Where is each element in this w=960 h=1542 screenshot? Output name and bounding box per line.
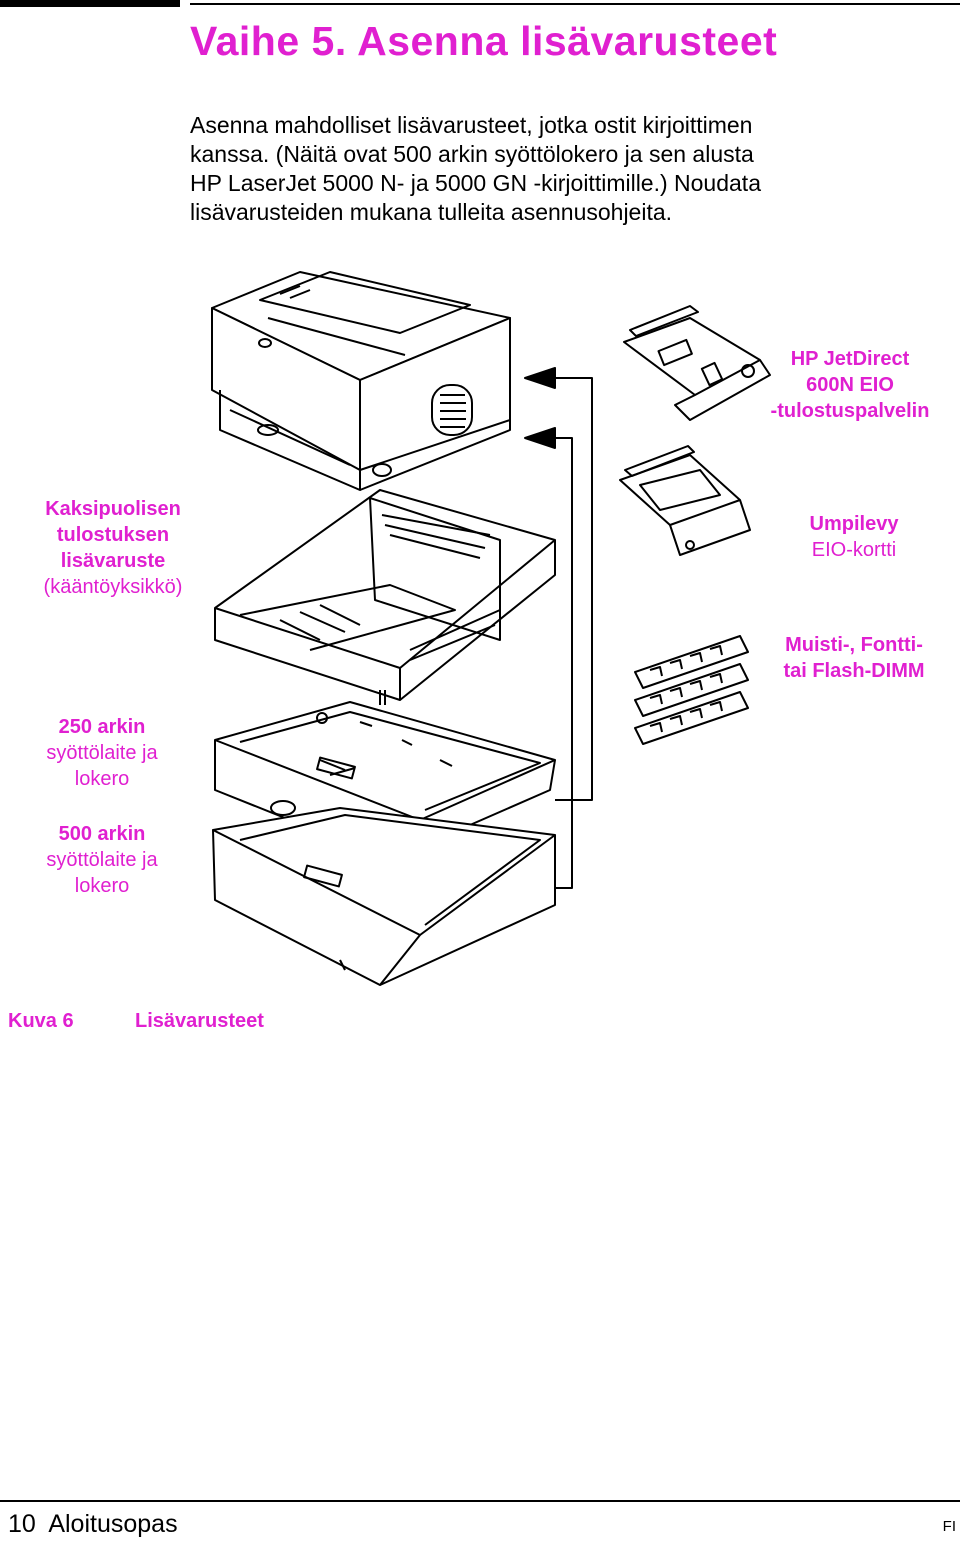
callout-jetdirect: HP JetDirect 600N EIO -tulostuspalvelin	[760, 346, 940, 424]
callout-duplex-sub: (kääntöyksikkö)	[43, 576, 183, 598]
duplex-illustration	[214, 489, 556, 705]
callout-tray-250: 250 arkin syöttölaite ja lokero	[22, 714, 182, 792]
tray-250-illustration	[214, 701, 556, 861]
callout-tray-250-line: lokero	[74, 768, 130, 790]
page-title: Vaihe 5. Asenna lisävarusteet	[190, 18, 778, 64]
printer-illustration	[211, 271, 511, 491]
callout-jetdirect-line: -tulostuspalvelin	[770, 400, 930, 422]
accessories-illustration	[211, 271, 771, 986]
callout-umpilevy: Umpilevy EIO-kortti	[770, 511, 938, 563]
callout-tray-250-line: syöttölaite ja	[46, 742, 158, 764]
callout-duplex-line: Kaksipuolisen	[45, 498, 181, 520]
footer-language: FI	[942, 1518, 956, 1535]
header-rule-thick	[0, 0, 180, 7]
intro-line: lisävarusteiden mukana tulleita asennuso…	[190, 199, 673, 225]
figure-caption-text: Lisävarusteet	[135, 1010, 264, 1032]
footer-rule	[0, 1500, 960, 1502]
callout-dimm: Muisti-, Fontti- tai Flash-DIMM	[762, 632, 946, 684]
callout-tray-500-title: 500 arkin	[58, 823, 146, 845]
jetdirect-card-illustration	[623, 305, 771, 421]
callout-jetdirect-line: HP JetDirect	[790, 348, 910, 370]
header-rule-thin	[190, 3, 960, 5]
callout-umpilevy-sub: EIO-kortti	[811, 539, 897, 561]
callout-jetdirect-line: 600N EIO	[806, 374, 894, 396]
callout-duplex-line: tulostuksen	[56, 524, 170, 546]
intro-line: HP LaserJet 5000 N- ja 5000 GN -kirjoitt…	[190, 170, 761, 196]
callout-tray-500-line: syöttölaite ja	[46, 849, 158, 871]
callout-tray-500: 500 arkin syöttölaite ja lokero	[22, 821, 182, 899]
callout-dimm-line: Muisti-, Fontti-	[785, 634, 923, 656]
figure-caption-label: Kuva 6	[8, 1010, 74, 1032]
callout-duplex: Kaksipuolisen tulostuksen lisävaruste (k…	[20, 496, 206, 600]
footer-page-number: 10 Aloitusopas	[8, 1510, 178, 1538]
tray-500-illustration	[212, 807, 556, 986]
intro-line: Asenna mahdolliset lisävarusteet, jotka …	[190, 112, 753, 138]
callout-tray-250-title: 250 arkin	[58, 716, 146, 738]
callout-umpilevy-title: Umpilevy	[809, 513, 899, 535]
leader-lines	[524, 367, 593, 889]
callout-tray-500-line: lokero	[74, 875, 130, 897]
callout-dimm-line: tai Flash-DIMM	[783, 660, 925, 682]
intro-line: kanssa. (Näitä ovat 500 arkin syöttöloke…	[190, 141, 754, 167]
blank-eio-card-illustration	[619, 445, 751, 556]
callout-duplex-line: lisävaruste	[60, 550, 166, 572]
dimm-modules-illustration	[634, 635, 749, 745]
intro-paragraph: Asenna mahdolliset lisävarusteet, jotka …	[190, 111, 890, 227]
